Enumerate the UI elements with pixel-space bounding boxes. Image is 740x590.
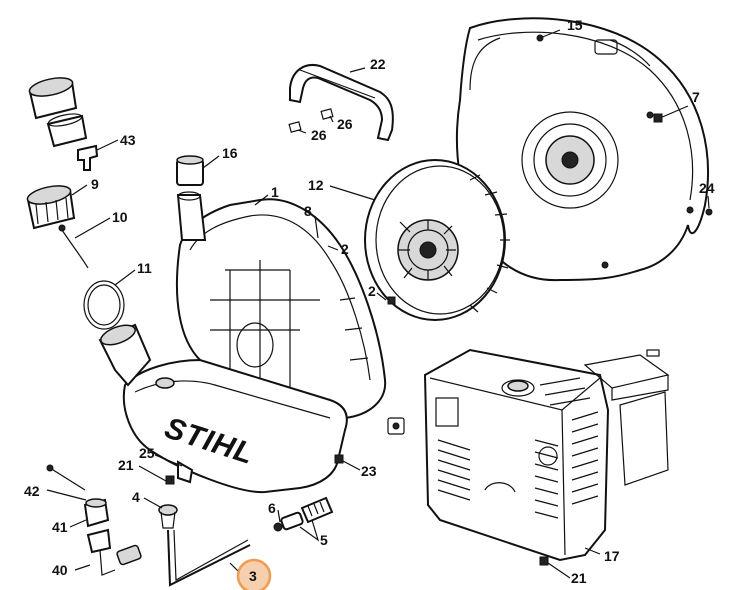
screw-7[interactable] [653, 105, 689, 123]
fuel-tank[interactable]: STIHL [122, 358, 348, 494]
strap-10[interactable] [58, 224, 89, 269]
callout-2-upper: 2 [341, 241, 349, 257]
screw-21-right[interactable] [539, 556, 549, 566]
callout-15: 15 [567, 17, 583, 33]
valve-43[interactable] [77, 144, 99, 171]
callout-8: 8 [304, 203, 312, 219]
inlet-column [176, 191, 207, 241]
callout-26-upper: 26 [337, 116, 353, 132]
connector-6[interactable] [273, 511, 304, 532]
cap-16[interactable] [176, 155, 204, 186]
filter-element[interactable] [619, 391, 669, 486]
handle-22[interactable] [289, 64, 394, 142]
hose-40[interactable] [86, 528, 142, 576]
callout-22: 22 [370, 56, 386, 72]
callout-24: 24 [699, 180, 715, 196]
callout-40: 40 [52, 562, 68, 578]
leader-lines [46, 29, 710, 579]
pad-26-upper[interactable] [320, 108, 334, 120]
callout-43: 43 [120, 132, 136, 148]
fuel-line-42[interactable] [46, 464, 86, 491]
fuel-cap-9[interactable] [26, 183, 76, 230]
blower-housing[interactable] [175, 198, 387, 424]
tab-small [646, 349, 660, 357]
engine-shroud[interactable] [423, 348, 610, 562]
callout-9: 9 [91, 176, 99, 192]
callout-3: 3 [249, 568, 257, 584]
callout-10: 10 [112, 209, 128, 225]
callout-41: 41 [52, 519, 68, 535]
callout-labels: 15 22 26 26 7 43 16 9 1 12 24 10 8 2 11 … [24, 17, 715, 586]
callout-25: 25 [139, 445, 155, 461]
callout-5: 5 [320, 532, 328, 548]
filter-5[interactable] [300, 496, 334, 524]
callout-6: 6 [268, 500, 276, 516]
callout-16: 16 [222, 145, 238, 161]
filler-neck [98, 323, 152, 387]
screw-24[interactable] [705, 208, 713, 216]
callout-26-lower: 26 [311, 127, 327, 143]
callout-21-right: 21 [571, 570, 587, 586]
callout-42: 42 [24, 483, 40, 499]
callout-23: 23 [361, 463, 377, 479]
highlight-circle-3[interactable] [236, 558, 272, 590]
callout-17: 17 [604, 548, 620, 564]
callout-21-left: 21 [118, 457, 134, 473]
callout-2-lower: 2 [368, 283, 376, 299]
screw-23[interactable] [334, 454, 344, 464]
callout-12: 12 [308, 177, 324, 193]
callout-11: 11 [137, 260, 152, 276]
grommet-41[interactable] [83, 498, 110, 528]
callout-7: 7 [692, 89, 700, 105]
filter-pad[interactable] [583, 354, 670, 401]
cap-top[interactable] [28, 75, 78, 120]
callout-1: 1 [271, 184, 279, 200]
screw-21-left[interactable] [165, 475, 175, 485]
pipe-3[interactable] [167, 529, 251, 587]
screw-2-lower[interactable] [387, 296, 396, 305]
callout-4: 4 [132, 489, 140, 505]
bracket-small [387, 417, 405, 435]
clip-25[interactable] [177, 460, 194, 484]
nozzle-4[interactable] [158, 504, 178, 529]
ring-11[interactable] [83, 280, 125, 330]
fan-wheel[interactable] [364, 159, 510, 321]
pad-26-lower[interactable] [288, 121, 302, 133]
cap-insert[interactable] [46, 112, 88, 148]
